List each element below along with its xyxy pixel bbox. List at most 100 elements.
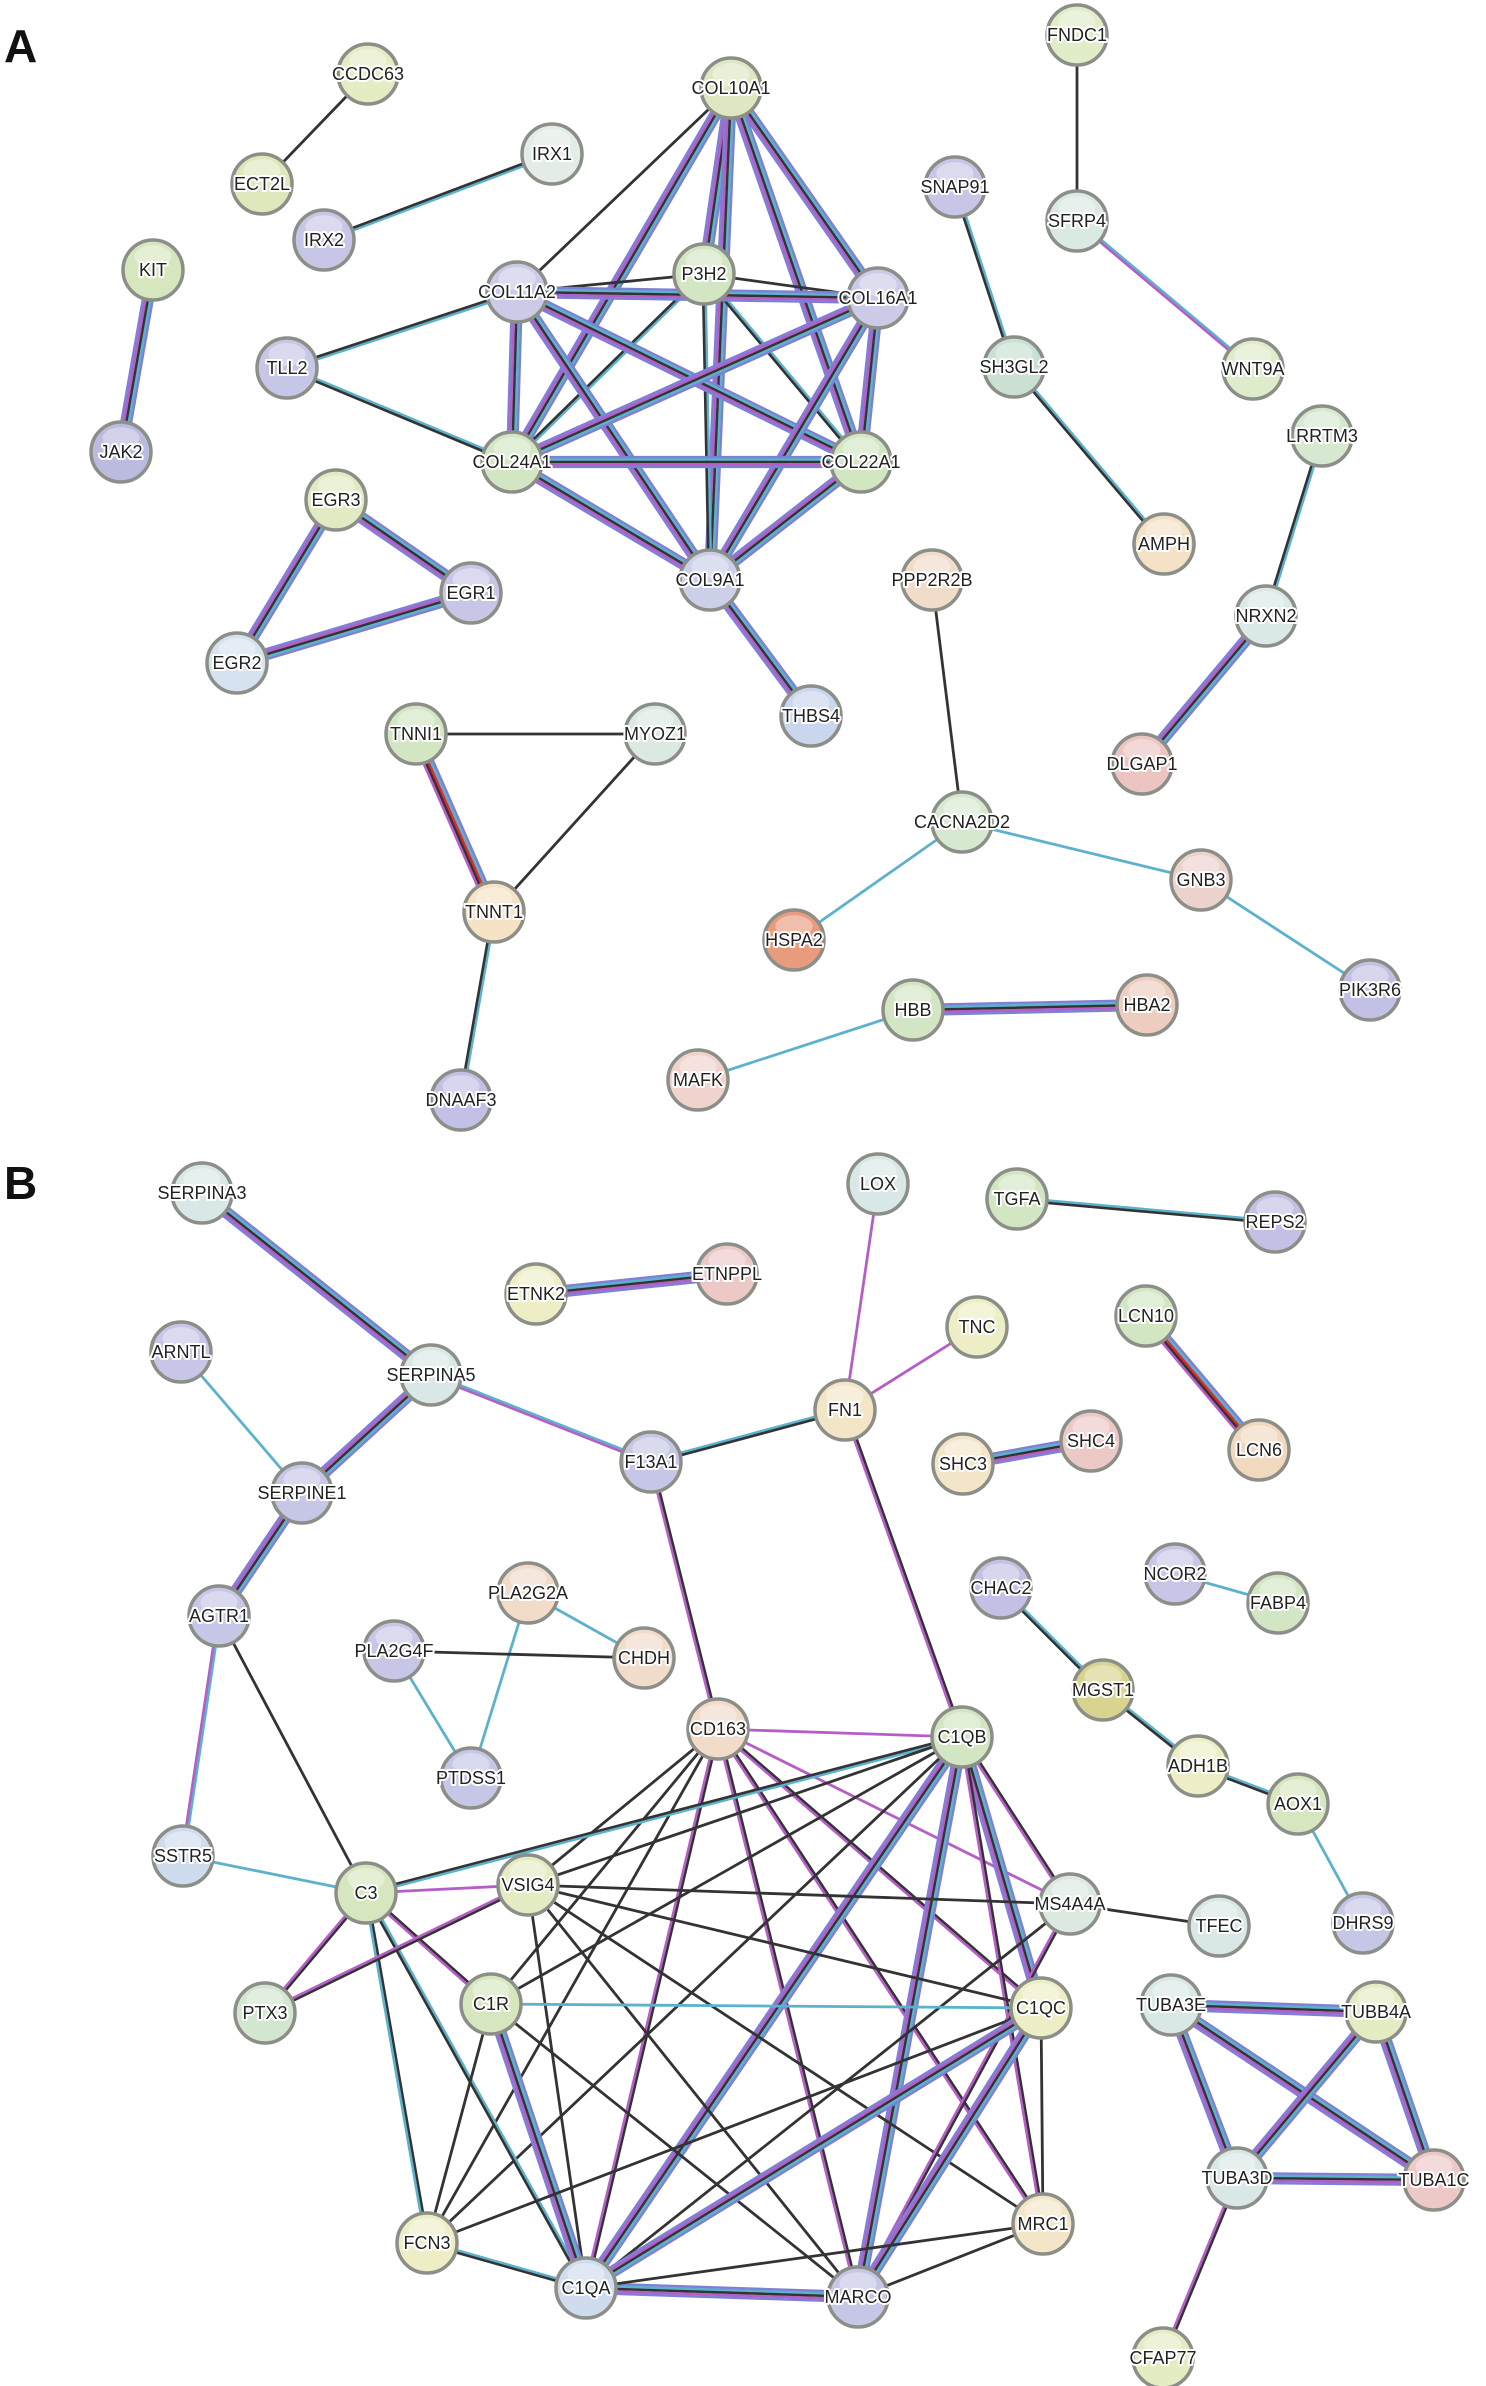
node-c1qa[interactable]: C1QA	[554, 2256, 618, 2320]
node-col24a1[interactable]: COL24A1	[470, 430, 554, 494]
node-label: CACNA2D2	[914, 812, 1010, 832]
node-egr1[interactable]: EGR1	[439, 561, 503, 625]
node-tubb4a[interactable]: TUBB4A	[1339, 1980, 1413, 2044]
node-col22a1[interactable]: COL22A1	[819, 430, 903, 494]
node-hbb[interactable]: HBB	[881, 978, 945, 1042]
node-etnppl[interactable]: ETNPPL	[690, 1242, 764, 1306]
node-mrc1[interactable]: MRC1	[1011, 2192, 1075, 2256]
node-circle	[881, 978, 945, 1042]
node-fndc1[interactable]: FNDC1	[1045, 3, 1109, 67]
node-ect2l[interactable]: ECT2L	[230, 152, 294, 216]
node-vsig4[interactable]: VSIG4	[496, 1853, 560, 1917]
node-fabp4[interactable]: FABP4	[1246, 1571, 1310, 1635]
node-shc4[interactable]: SHC4	[1059, 1409, 1123, 1473]
node-tuba3e[interactable]: TUBA3E	[1134, 1973, 1208, 2037]
node-cacna2d2[interactable]: CACNA2D2	[912, 790, 1012, 854]
node-highlight	[1145, 519, 1183, 542]
node-chac2[interactable]: CHAC2	[968, 1556, 1034, 1620]
node-mafk[interactable]: MAFK	[666, 1048, 730, 1112]
node-myoz1[interactable]: MYOZ1	[622, 702, 688, 766]
node-irx2[interactable]: IRX2	[292, 208, 356, 272]
node-col16a1[interactable]: COL16A1	[836, 266, 920, 330]
edge-line	[584, 1735, 964, 2290]
node-tuba1c[interactable]: TUBA1C	[1396, 2148, 1472, 2212]
node-serpine1[interactable]: SERPINE1	[255, 1461, 349, 1525]
node-circle	[255, 336, 319, 400]
node-f13a1[interactable]: F13A1	[619, 1430, 683, 1494]
node-irx1[interactable]: IRX1	[520, 122, 584, 186]
node-pla2g4f[interactable]: PLA2G4F	[352, 1619, 436, 1683]
edge-c3-c1qa	[363, 1891, 589, 2290]
node-dnaaf3[interactable]: DNAAF3	[423, 1068, 499, 1132]
node-pla2g2a[interactable]: PLA2G2A	[486, 1561, 570, 1625]
node-lcn10[interactable]: LCN10	[1114, 1284, 1178, 1348]
node-marco[interactable]: MARCO	[823, 2265, 894, 2329]
node-tnc[interactable]: TNC	[945, 1295, 1009, 1359]
node-pik3r6[interactable]: PIK3R6	[1337, 958, 1403, 1022]
node-cfap77[interactable]: CFAP77	[1127, 2326, 1199, 2386]
node-serpina3[interactable]: SERPINA3	[155, 1161, 249, 1225]
node-ncor2[interactable]: NCOR2	[1141, 1542, 1209, 1606]
node-circle	[1110, 732, 1174, 796]
node-chdh[interactable]: CHDH	[612, 1626, 676, 1690]
node-shc3[interactable]: SHC3	[931, 1432, 995, 1496]
node-lox[interactable]: LOX	[846, 1152, 910, 1216]
node-dlgap1[interactable]: DLGAP1	[1104, 732, 1180, 796]
node-tuba3d[interactable]: TUBA3D	[1199, 2146, 1275, 2210]
edge-c1qc-marco	[852, 2004, 1047, 2301]
node-adh1b[interactable]: ADH1B	[1166, 1734, 1230, 1798]
node-sh3gl2[interactable]: SH3GL2	[977, 335, 1051, 399]
node-aox1[interactable]: AOX1	[1266, 1772, 1330, 1836]
node-lcn6[interactable]: LCN6	[1227, 1418, 1291, 1482]
node-tgfa[interactable]: TGFA	[985, 1167, 1049, 1231]
node-hba2[interactable]: HBA2	[1115, 973, 1179, 1037]
node-gnb3[interactable]: GNB3	[1169, 848, 1233, 912]
edge-line	[534, 1272, 729, 1296]
node-arntl[interactable]: ARNTL	[149, 1320, 213, 1384]
node-sfrp4[interactable]: SFRP4	[1045, 189, 1109, 253]
node-cd163[interactable]: CD163	[686, 1697, 750, 1761]
node-c1qb[interactable]: C1QB	[930, 1705, 994, 1769]
node-reps2[interactable]: REPS2	[1243, 1190, 1307, 1254]
node-thbs4[interactable]: THBS4	[779, 684, 843, 748]
node-p3h2[interactable]: P3H2	[672, 242, 736, 306]
node-tnnt1[interactable]: TNNT1	[462, 880, 526, 944]
node-tfec[interactable]: TFEC	[1187, 1894, 1251, 1958]
node-dhrs9[interactable]: DHRS9	[1330, 1891, 1396, 1955]
node-wnt9a[interactable]: WNT9A	[1220, 337, 1287, 401]
node-snap91[interactable]: SNAP91	[918, 155, 992, 219]
node-ccdc63[interactable]: CCDC63	[330, 42, 406, 106]
node-sstr5[interactable]: SSTR5	[151, 1824, 215, 1888]
node-fn1[interactable]: FN1	[813, 1378, 877, 1442]
node-etnk2[interactable]: ETNK2	[504, 1262, 568, 1326]
node-hspa2[interactable]: HSPA2	[762, 908, 826, 972]
node-ms4a4a[interactable]: MS4A4A	[1032, 1872, 1108, 1936]
node-lrrtm3[interactable]: LRRTM3	[1284, 404, 1360, 468]
node-nrxn2[interactable]: NRXN2	[1233, 584, 1299, 648]
node-egr3[interactable]: EGR3	[304, 468, 368, 532]
node-tnni1[interactable]: TNNI1	[384, 702, 448, 766]
node-mgst1[interactable]: MGST1	[1070, 1658, 1136, 1722]
node-c1r[interactable]: C1R	[459, 1972, 523, 2036]
node-egr2[interactable]: EGR2	[205, 631, 269, 695]
node-c1qc[interactable]: C1QC	[1009, 1976, 1073, 2040]
node-c3[interactable]: C3	[334, 1861, 398, 1925]
edge-line	[965, 1734, 1047, 2008]
edge-line	[235, 591, 473, 665]
node-agtr1[interactable]: AGTR1	[187, 1584, 251, 1648]
edge-serpina3-serpina5	[197, 1187, 436, 1381]
node-label: CCDC63	[332, 64, 404, 84]
node-amph[interactable]: AMPH	[1132, 512, 1196, 576]
node-jak2[interactable]: JAK2	[89, 420, 153, 484]
node-col10a1[interactable]: COL10A1	[689, 56, 773, 120]
node-col11a2[interactable]: COL11A2	[476, 260, 558, 324]
node-col9a1[interactable]: COL9A1	[673, 548, 747, 612]
node-circle	[982, 335, 1046, 399]
node-serpina5[interactable]: SERPINA5	[384, 1343, 478, 1407]
node-tll2[interactable]: TLL2	[255, 336, 319, 400]
node-kit[interactable]: KIT	[121, 238, 185, 302]
node-ptx3[interactable]: PTX3	[233, 1981, 297, 2045]
node-ptdss1[interactable]: PTDSS1	[434, 1746, 508, 1810]
node-ppp2r2b[interactable]: PPP2R2B	[889, 548, 975, 612]
node-fcn3[interactable]: FCN3	[395, 2211, 459, 2275]
